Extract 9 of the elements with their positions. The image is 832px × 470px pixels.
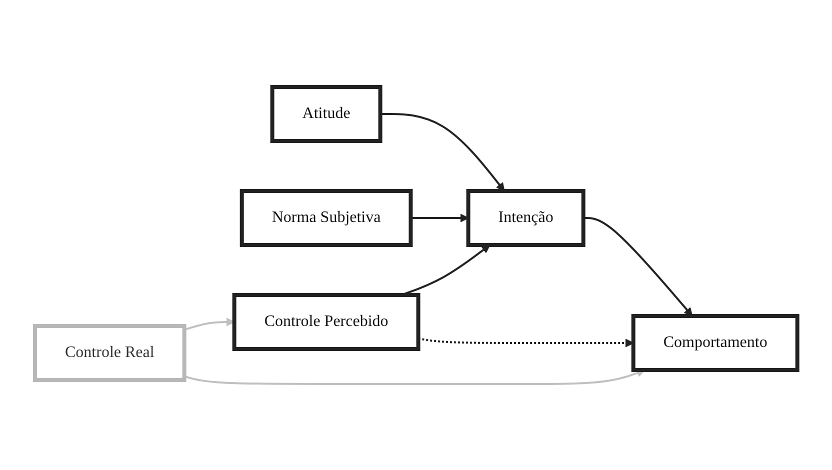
node-box: Controle Percebido: [232, 292, 420, 350]
node-box: Controle Real: [32, 324, 186, 382]
node-box: Atitude: [270, 84, 382, 142]
arrow: [583, 216, 692, 316]
node-box: Comportamento: [631, 314, 800, 372]
arrow: [410, 213, 468, 222]
arrow: [380, 112, 505, 191]
node-box: Norma Subjetiva: [240, 188, 413, 246]
node-box: Intenção: [466, 188, 586, 246]
